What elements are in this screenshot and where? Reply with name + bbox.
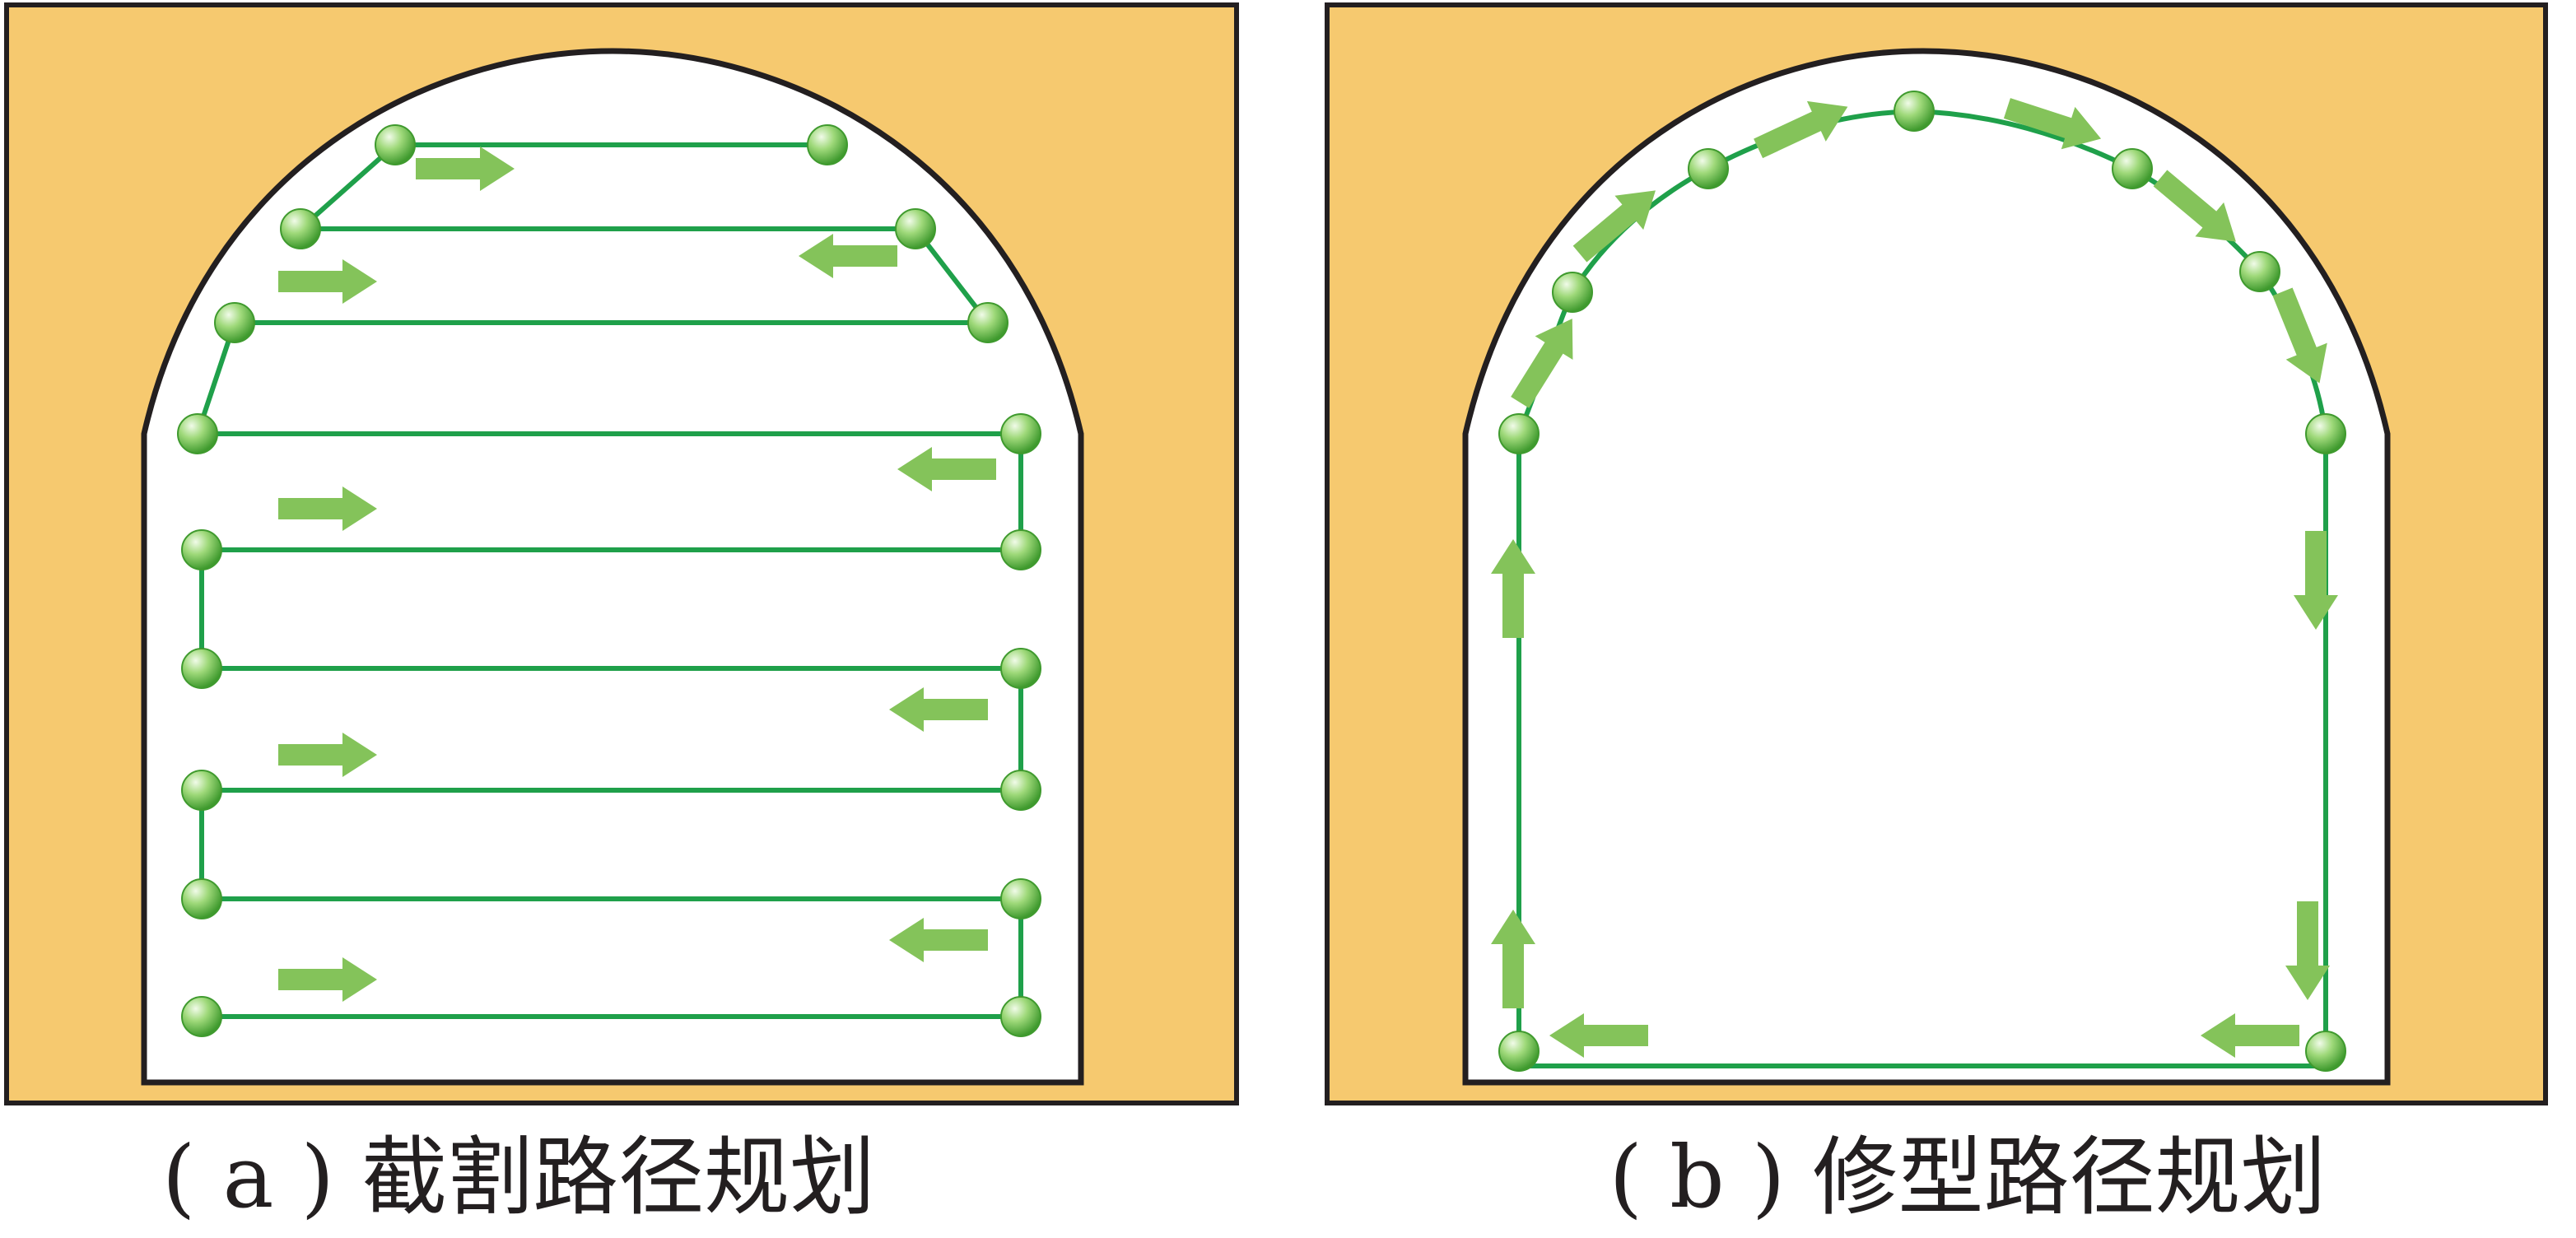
panel-b-node-2 (1498, 413, 1540, 454)
panel-a-node-11 (181, 648, 222, 689)
panel-a-arrow-2 (278, 259, 377, 304)
panel-a-node-17 (1000, 996, 1041, 1037)
panel-a-arrow-7 (278, 733, 377, 777)
panel-b-nodes (1498, 91, 2346, 1072)
panel-b-arrow-6 (2003, 98, 2102, 150)
panel-b-node-6 (2112, 148, 2153, 189)
panel-a-cutting-route (193, 142, 1023, 1019)
panel-b-trimming-path (1325, 2, 2548, 1105)
panel-b-arrow-8 (2272, 287, 2327, 384)
panel-a-node-8 (1000, 413, 1041, 454)
panel-a-node-18 (181, 996, 222, 1037)
panel-b-node-9 (2305, 1031, 2346, 1072)
panel-b-node-8 (2305, 413, 2346, 454)
panel-a-arrow-5 (897, 447, 996, 491)
panel-a-tunnel-section (141, 48, 1084, 1086)
panel-a-node-12 (1000, 648, 1041, 689)
panel-b-arrow-2 (1491, 539, 1535, 638)
panel-b-arrow-11 (2201, 1013, 2299, 1058)
panel-b-node-4 (1688, 148, 1729, 189)
panel-a-cutting-path (4, 2, 1239, 1105)
panel-a-arrow-1 (416, 147, 515, 191)
panel-a-node-6 (214, 302, 255, 343)
panel-b-arrow-3 (1511, 319, 1573, 408)
panel-a-arrow-6 (889, 687, 988, 732)
panel-a-node-13 (1000, 770, 1041, 811)
panel-a-nodes (177, 124, 1041, 1037)
caption-panel-a: ( a ) 截割路径规划 (161, 1127, 876, 1227)
panel-b-arrow-7 (2153, 170, 2236, 242)
panel-b-direction-arrows (1491, 98, 2338, 1058)
panel-b-arrow-9 (2294, 531, 2338, 630)
panel-a-node-5 (967, 302, 1009, 343)
panel-a-node-1 (807, 124, 848, 165)
panel-a-node-3 (280, 208, 321, 249)
panel-b-tunnel-section (1462, 48, 2391, 1086)
panel-b-arrow-5 (1754, 100, 1848, 159)
panel-b-arrow-12 (1549, 1013, 1648, 1058)
panel-a-node-16 (1000, 878, 1041, 919)
panel-a-node-14 (181, 770, 222, 811)
panel-b-arrow-1 (1491, 910, 1535, 1008)
panel-b-node-7 (2239, 251, 2280, 292)
panel-a-node-4 (895, 208, 936, 249)
panel-a-node-10 (181, 529, 222, 570)
panel-b-node-3 (1552, 272, 1593, 313)
panel-a-direction-arrows (278, 147, 996, 1002)
caption-panel-b: ( b ) 修型路径规划 (1609, 1127, 2327, 1227)
panel-a-node-15 (181, 878, 222, 919)
panel-a-arrow-4 (278, 486, 377, 531)
panel-a-arrow-8 (889, 918, 988, 962)
panel-a-node-2 (375, 124, 416, 165)
panel-a-node-9 (1000, 529, 1041, 570)
panel-a-arrow-3 (799, 234, 897, 278)
panel-a-arrow-9 (278, 957, 377, 1002)
panel-b-node-1 (1498, 1031, 1540, 1072)
panel-b-arrow-10 (2285, 901, 2330, 1000)
panel-b-node-5 (1894, 91, 1935, 132)
panel-b-arrow-4 (1572, 190, 1656, 263)
panel-a-node-7 (177, 413, 218, 454)
